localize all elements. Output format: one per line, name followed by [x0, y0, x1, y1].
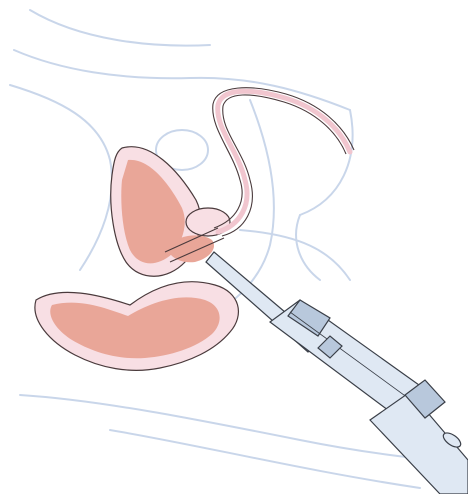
rectum-organ: [35, 282, 239, 371]
vas-deferens-tube: [213, 88, 354, 236]
biopsy-probe-instrument: [206, 252, 468, 494]
